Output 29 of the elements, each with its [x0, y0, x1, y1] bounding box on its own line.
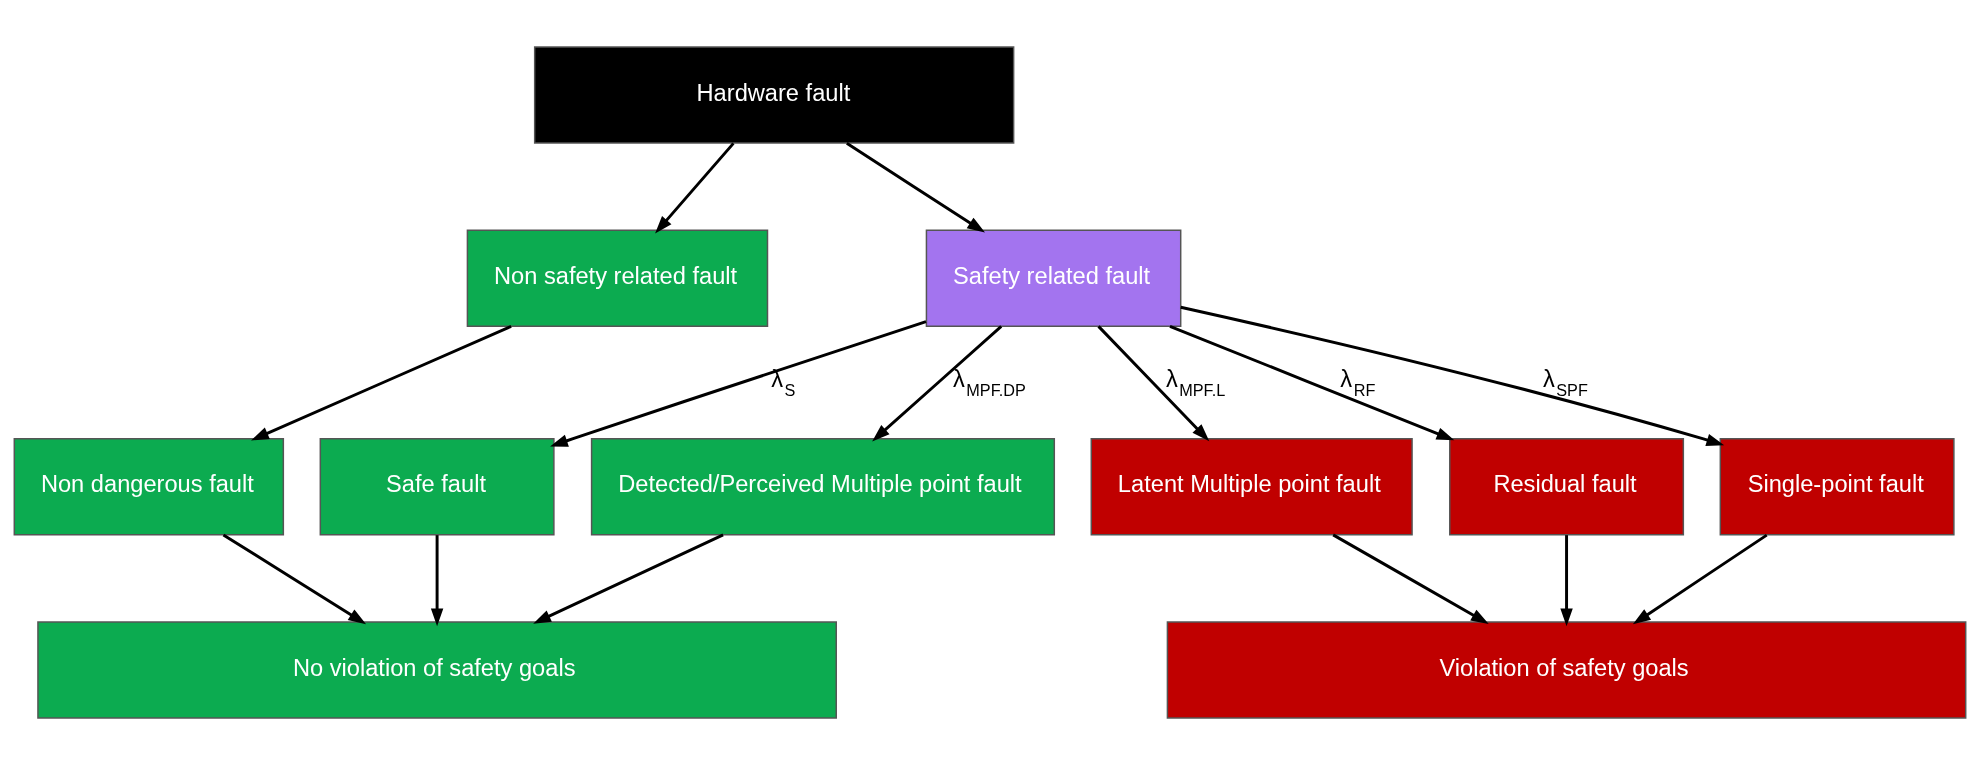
node-box: Non dangerous fault	[13, 437, 285, 536]
node-box: Latent Multiple point fault	[1090, 437, 1413, 536]
arrow	[655, 142, 735, 234]
node-box: Single-point fault	[1719, 437, 1955, 536]
edge-label: λ$_{RF}$	[1340, 365, 1376, 399]
edge-label: λ$_{SPF}$	[1542, 365, 1588, 399]
arrow	[1097, 325, 1210, 442]
arrow	[533, 533, 724, 624]
arrow	[1332, 533, 1489, 624]
arrow	[1180, 305, 1725, 446]
arrow	[1169, 325, 1455, 441]
node-box: Detected/Perceived Multiple point fault	[590, 437, 1056, 536]
arrow	[550, 320, 927, 447]
arrow	[1632, 533, 1768, 625]
arrow	[846, 142, 985, 233]
node-box: Safe fault	[319, 437, 555, 536]
arrow	[872, 325, 1003, 442]
edge-label: λ$_{MPF.L}$	[1165, 365, 1226, 399]
node-box: No violation of safety goals	[37, 621, 837, 719]
node-box: Violation of safety goals	[1166, 621, 1967, 719]
node-box: Safety related fault	[925, 229, 1182, 328]
arrow	[430, 535, 444, 627]
arrow	[251, 325, 512, 441]
node-box: Non safety related fault	[466, 229, 769, 328]
arrow	[1560, 535, 1573, 627]
node-box: Residual fault	[1449, 437, 1685, 536]
node-box: Hardware fault	[533, 46, 1015, 144]
edge-label: λ$_{MPF.DP}$	[953, 365, 1026, 399]
arrow	[222, 533, 367, 625]
